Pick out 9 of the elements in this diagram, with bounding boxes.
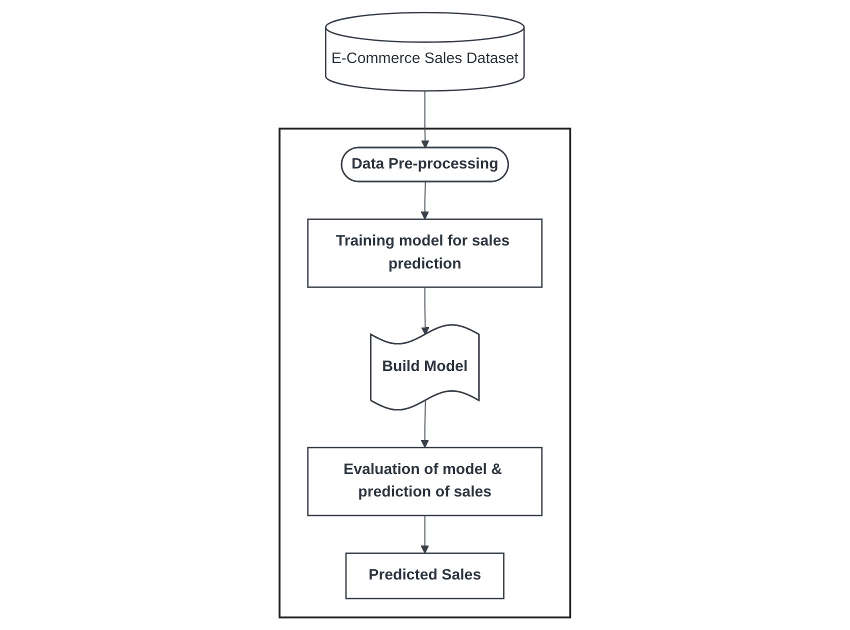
cluster bbox=[278, 128, 572, 618]
node-box: Evaluation of model & prediction of sales bbox=[307, 446, 543, 516]
arrow bbox=[420, 182, 430, 220]
arrow bbox=[421, 286, 430, 336]
node-box: Training model for sales prediction bbox=[307, 218, 543, 288]
arrow bbox=[420, 400, 430, 448]
arrow bbox=[421, 90, 430, 148]
node-box: Predicted Sales bbox=[345, 552, 505, 600]
arrow bbox=[420, 515, 430, 554]
